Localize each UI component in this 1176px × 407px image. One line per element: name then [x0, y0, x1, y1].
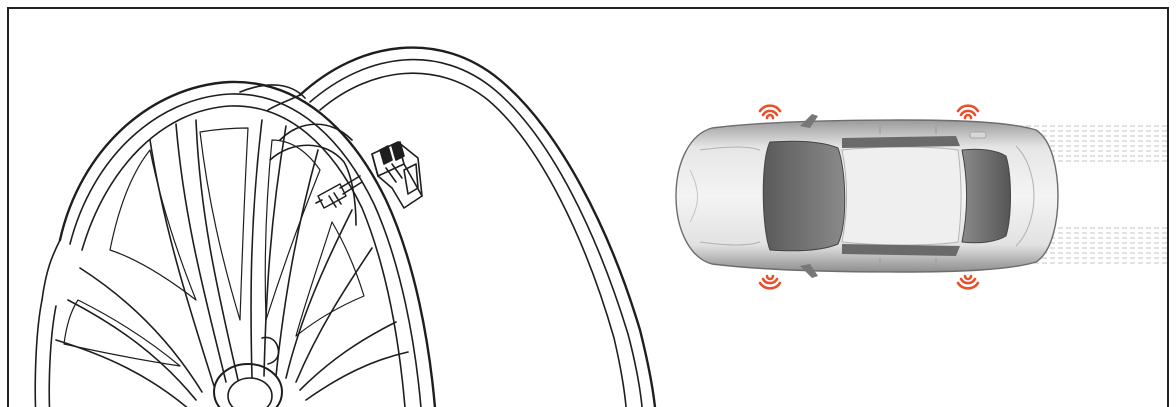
roof — [841, 146, 962, 246]
signal-wave-front-left-icon — [758, 104, 782, 120]
valve-stem-icon — [315, 175, 363, 209]
tpms-sensor-icon — [371, 141, 423, 209]
signal-wave-front-right-icon — [956, 104, 980, 120]
right-mirror — [800, 264, 818, 278]
wheel-with-tpms-sensor-icon — [34, 46, 657, 407]
signal-wave-rear-right-icon — [956, 274, 980, 290]
rear-window — [961, 148, 1011, 244]
windshield — [762, 140, 846, 252]
frame-border — [7, 7, 1169, 407]
signal-wave-rear-left-icon — [758, 274, 782, 290]
left-mirror — [800, 114, 818, 128]
car-top-view-icon — [675, 114, 1059, 278]
